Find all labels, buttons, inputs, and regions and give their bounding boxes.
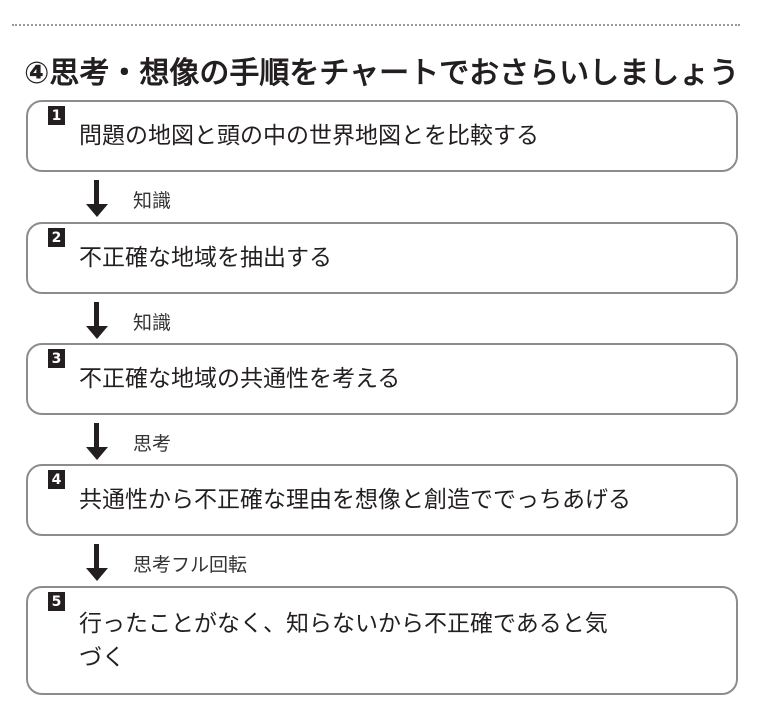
step-box-3: 3 不正確な地域の共通性を考える	[26, 343, 738, 415]
step-text: 行ったことがなく、知らないから不正確であると気づく	[79, 610, 608, 671]
step-number-badge: 3	[48, 349, 65, 368]
step-box-4: 4 共通性から不正確な理由を想像と創造ででっちあげる	[26, 464, 738, 536]
step-number-badge: 5	[48, 592, 65, 611]
step-text: 問題の地図と頭の中の世界地図とを比較する	[79, 123, 539, 149]
arrow-label: 知識	[133, 190, 172, 212]
arrow-label: 思考	[133, 433, 172, 455]
dotted-divider	[12, 24, 740, 26]
step-text: 共通性から不正確な理由を想像と創造ででっちあげる	[79, 487, 631, 513]
step-box-1: 1 問題の地図と頭の中の世界地図とを比較する	[26, 100, 738, 172]
step-number-badge: 2	[48, 228, 65, 247]
section-title: ④思考・想像の手順をチャートでおさらいしましょう	[24, 56, 740, 91]
step-box-2: 2 不正確な地域を抽出する	[26, 222, 738, 294]
step-number-badge: 4	[48, 470, 65, 489]
arrow-label: 知識	[133, 312, 172, 334]
step-text: 不正確な地域の共通性を考える	[79, 366, 401, 392]
step-text: 不正確な地域を抽出する	[79, 245, 332, 271]
step-number-badge: 1	[48, 106, 65, 125]
step-box-5: 5 行ったことがなく、知らないから不正確であると気づく	[26, 586, 738, 695]
arrow-label: 思考フル回転	[133, 554, 248, 576]
